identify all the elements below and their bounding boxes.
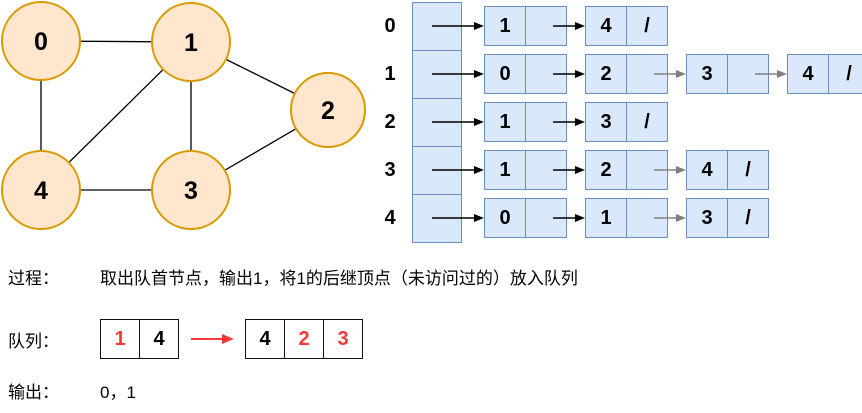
adjacency-row-label: 3 [384, 159, 396, 181]
adjacency-row-label: 2 [384, 111, 396, 133]
value-cell: 1 [586, 199, 627, 237]
value-cell: 2 [586, 151, 627, 189]
process-text: 取出队首节点，输出1，将1的后继顶点（未访问过的）放入队列 [100, 269, 578, 288]
pointer-arrow-icon [432, 118, 484, 126]
value-cell: 0 [485, 199, 526, 237]
pointer-arrow-icon [432, 70, 484, 78]
queue-cell: 2 [284, 320, 323, 358]
adjacency-row-label: 1 [384, 63, 396, 85]
adjacency-row-2: 1 3/ [432, 98, 668, 146]
pointer-cell: / [829, 55, 862, 93]
graph-node-label: 4 [34, 177, 48, 205]
pointer-cell: / [728, 151, 768, 189]
graph-diagram: 0 1 2 3 4 [1, 1, 366, 230]
pointer-arrow-icon [755, 70, 787, 78]
value-cell: 4 [586, 7, 627, 45]
pointer-arrow-icon [432, 214, 484, 222]
value-cell: 4 [687, 151, 728, 189]
graph-node-label: 0 [34, 28, 48, 56]
list-node: 3/ [585, 102, 668, 142]
list-node: 3/ [686, 198, 769, 238]
value-cell: 4 [788, 55, 829, 93]
pointer-cell: / [728, 199, 768, 237]
queue-cell: 1 [114, 327, 126, 350]
value-cell: 2 [586, 55, 627, 93]
pointer-arrow-icon [432, 22, 484, 30]
pointer-cell: / [627, 7, 667, 45]
graph-node-2 [290, 72, 366, 148]
process-label: 过程： [8, 269, 59, 288]
graph-node-0 [1, 1, 81, 81]
graph-node-label: 1 [184, 29, 198, 57]
value-cell: 3 [687, 199, 728, 237]
graph-node-label: 3 [184, 177, 198, 205]
value-cell: 0 [485, 55, 526, 93]
graph-node-1 [151, 2, 231, 82]
value-cell: 3 [687, 55, 728, 93]
list-node: 4/ [787, 54, 862, 94]
adjacency-row-1: 0 2 3 4/ [432, 50, 862, 98]
queue-cell: 3 [323, 320, 362, 358]
queue-cell: 4 [139, 320, 178, 358]
graph-node-3 [151, 150, 231, 230]
adjacency-row-4: 0 1 3/ [432, 194, 769, 242]
value-cell: 3 [586, 103, 627, 141]
graph-node-label: 2 [321, 97, 335, 125]
list-node: 0 [484, 54, 567, 94]
value-cell: 1 [485, 103, 526, 141]
pointer-arrow-icon [654, 70, 686, 78]
adjacency-row-label: 4 [384, 207, 396, 229]
output-label: 输出： [8, 383, 59, 402]
queue-cell: 4 [259, 327, 271, 350]
list-node: 4/ [686, 150, 769, 190]
pointer-arrow-icon [553, 70, 585, 78]
pointer-arrow-icon [432, 166, 484, 174]
process-line: 过程： 取出队首节点，输出1，将1的后继顶点（未访问过的）放入队列 [8, 267, 578, 291]
value-cell: 1 [485, 151, 526, 189]
list-node: 2 [585, 150, 668, 190]
pointer-cell: / [627, 103, 667, 141]
output-line: 输出： 0，1 [8, 381, 136, 405]
queue-transition-arrow-icon [191, 334, 234, 344]
value-cell: 1 [485, 7, 526, 45]
list-node: 4/ [585, 6, 668, 46]
pointer-arrow-icon [553, 22, 585, 30]
adjacency-row-0: 1 4/ [432, 2, 668, 50]
pointer-arrow-icon [654, 214, 686, 222]
graph-node-4 [1, 150, 81, 230]
pointer-arrow-icon [654, 166, 686, 174]
queue-label: 队列： [8, 331, 59, 351]
list-node: 1 [484, 150, 567, 190]
pointer-arrow-icon [553, 166, 585, 174]
pointer-arrow-icon [553, 214, 585, 222]
adjacency-row-3: 1 2 4/ [432, 146, 769, 194]
pointer-arrow-icon [553, 118, 585, 126]
output-value: 0，1 [100, 383, 136, 402]
adjacency-row-label: 0 [384, 15, 396, 37]
